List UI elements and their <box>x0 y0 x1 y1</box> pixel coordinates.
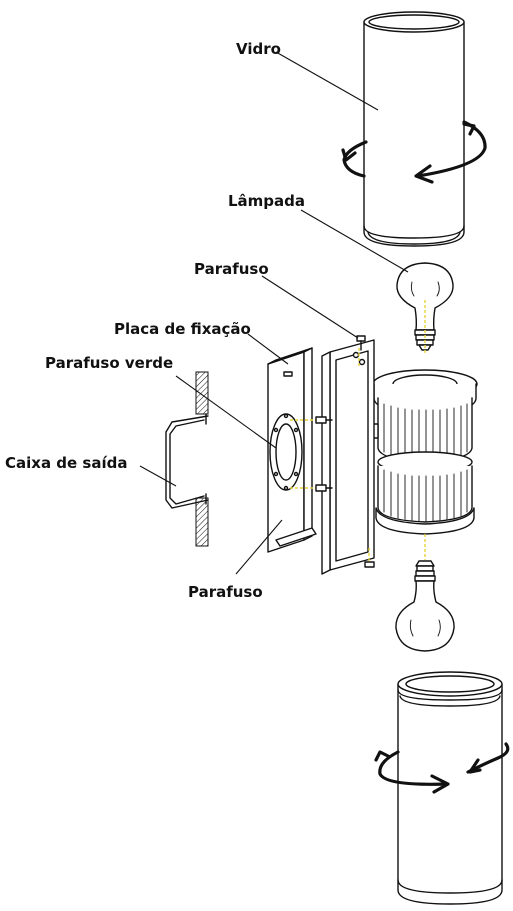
bottom-glass-cylinder <box>374 671 510 905</box>
bottom-screw <box>364 548 375 568</box>
bottom-light-bulb <box>395 560 455 652</box>
label-lampada: Lâmpada <box>228 192 305 210</box>
top-screw <box>356 335 366 351</box>
back-plate <box>321 339 375 575</box>
label-vidro: Vidro <box>236 40 281 58</box>
side-screws <box>315 416 333 492</box>
label-parafuso-verde: Parafuso verde <box>45 354 173 372</box>
label-parafuso-bottom: Parafuso <box>188 583 263 601</box>
labels: Vidro Lâmpada Parafuso Placa de fixação … <box>5 40 305 601</box>
top-light-bulb <box>396 262 454 355</box>
label-parafuso-top: Parafuso <box>194 260 269 278</box>
lamp-housing <box>367 369 478 560</box>
label-placa-de-fixacao: Placa de fixação <box>114 320 251 338</box>
wall-outlet-box <box>165 371 209 547</box>
label-caixa-de-saida: Caixa de saída <box>5 454 127 472</box>
top-glass-cylinder <box>341 11 487 247</box>
mounting-plate <box>267 347 317 553</box>
leader-lines <box>139 51 409 575</box>
